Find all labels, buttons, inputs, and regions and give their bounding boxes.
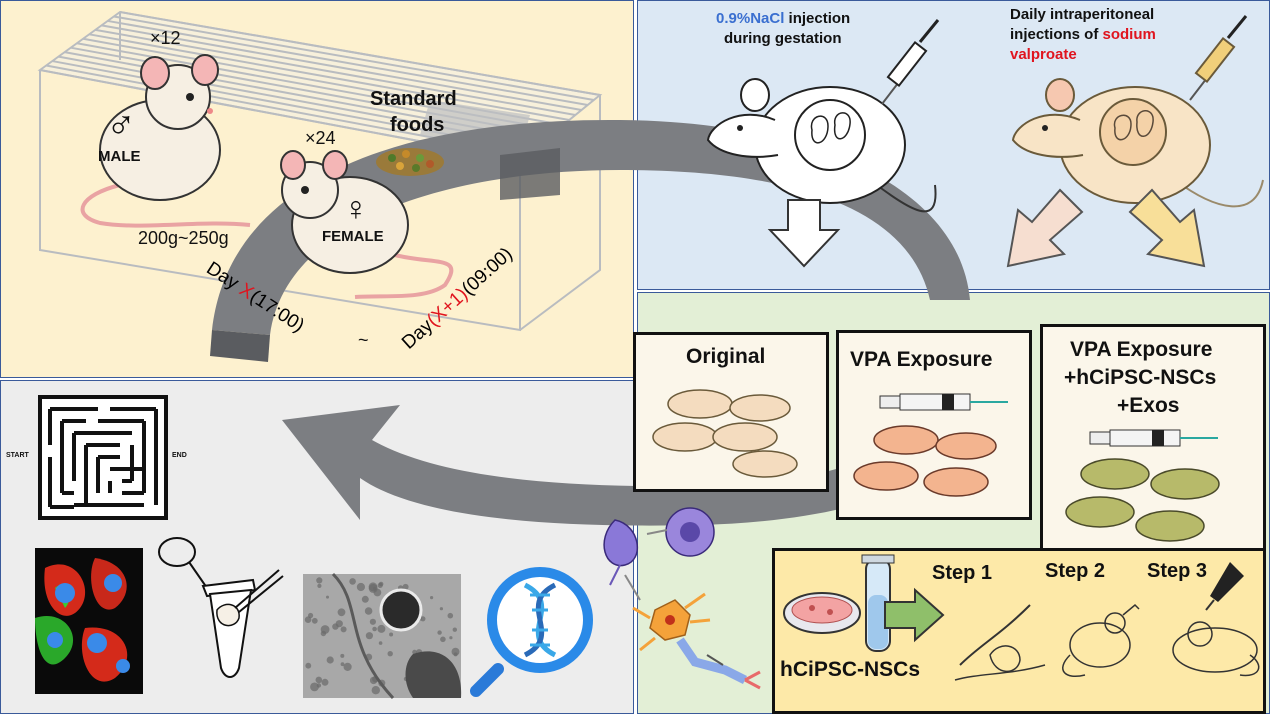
syringe-icon-control xyxy=(881,19,940,105)
female-rat xyxy=(280,150,454,299)
maze-icon xyxy=(38,395,168,520)
syringe-icon-vpa xyxy=(1189,15,1248,101)
female-symbol: ♀ xyxy=(343,190,369,228)
arrow-down-right-vpa xyxy=(1128,188,1206,268)
group-treated-label-line1: VPA Exposure xyxy=(1070,338,1213,361)
treatment-steps-box xyxy=(772,548,1266,714)
step2-rat-sketch xyxy=(1062,603,1140,677)
female-label: FEMALE xyxy=(322,228,384,245)
arrow-down-control xyxy=(767,199,841,268)
vpa-injection-line1: Daily intraperitoneal xyxy=(1010,6,1155,23)
control-injection-line2: during gestation xyxy=(724,30,842,47)
maze-end-label: END xyxy=(172,452,187,459)
tilde: ~ xyxy=(358,330,369,350)
cells-label: hCiPSC-NSCs xyxy=(780,658,921,681)
pups-vpa xyxy=(853,425,997,497)
group-original-label: Original xyxy=(686,345,766,368)
tube-forceps-icon xyxy=(158,537,284,678)
pups-original xyxy=(652,389,798,478)
syringe-icon-vpa-group xyxy=(879,393,1008,411)
step1-injection-sketch xyxy=(954,604,1046,681)
vpa-injection-line3: valproate xyxy=(1010,46,1077,63)
arrow-right-green xyxy=(884,587,945,643)
pregnant-rat-vpa xyxy=(1011,78,1264,208)
food-pile-icon xyxy=(376,148,444,176)
food-label-line2: foods xyxy=(390,114,445,136)
pups-treated xyxy=(1065,458,1220,542)
cell-differentiation-illustration xyxy=(603,507,761,690)
group-vpa-label: VPA Exposure xyxy=(850,348,993,371)
step3-dropper-sketch xyxy=(1172,562,1260,677)
male-symbol: ♂ xyxy=(106,102,136,146)
syringe-icon-treated xyxy=(1089,429,1218,447)
female-count: ×24 xyxy=(305,128,336,148)
dna-magnifier-icon xyxy=(470,567,593,697)
male-count: ×12 xyxy=(150,28,181,48)
vpa-injection-line2: injections of sodium xyxy=(1010,26,1156,43)
pregnant-rat-control xyxy=(706,78,937,213)
fluorescent-cells-image xyxy=(35,548,143,694)
maze-start-label: START xyxy=(6,452,29,459)
group-treated-label-line2: +hCiPSC-NSCs xyxy=(1064,366,1217,389)
food-label-line1: Standard xyxy=(370,88,457,110)
control-injection-line1: 0.9%NaCl injection xyxy=(716,10,851,27)
step2-label: Step 2 xyxy=(1045,560,1106,582)
group-treated-label-line3: +Exos xyxy=(1117,394,1180,417)
male-rat xyxy=(80,54,251,228)
electron-micrograph-image xyxy=(303,572,462,700)
male-label: MALE xyxy=(98,148,141,165)
step1-label: Step 1 xyxy=(932,562,993,584)
petri-dish-icon xyxy=(783,592,861,634)
arrow-down-left-vpa xyxy=(1006,188,1084,268)
weight-label: 200g~250g xyxy=(138,228,229,248)
step3-label: Step 3 xyxy=(1147,560,1208,582)
